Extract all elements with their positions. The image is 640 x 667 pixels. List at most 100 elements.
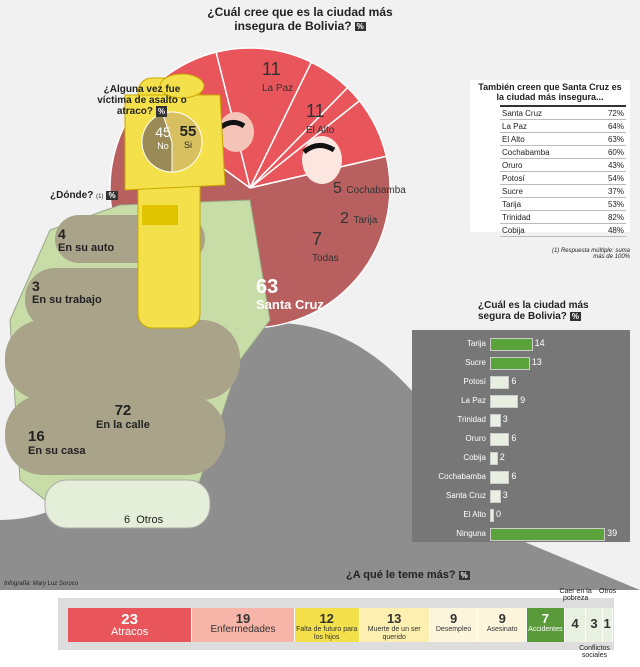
table-cell-label: Santa Cruz — [500, 105, 591, 120]
where-title: ¿Dónde? (1)% — [50, 190, 118, 201]
table-cell-label: Tarija — [500, 197, 591, 211]
bar — [490, 376, 510, 389]
table-cell-label: La Paz — [500, 119, 591, 133]
bar — [490, 338, 533, 351]
footnote: (1) Respuesta múltiple: suma más de 100% — [551, 248, 630, 260]
also-panel: También creen que Santa Cruz es la ciuda… — [470, 80, 630, 237]
bar-value: 14 — [534, 338, 545, 348]
fear-segment: 3 — [586, 608, 603, 642]
fear-segment-label: Otros — [599, 588, 617, 595]
bar-label: Trinidad — [457, 415, 486, 424]
table-cell-value: 53% — [590, 197, 626, 211]
bar-value: 13 — [531, 357, 542, 367]
table-cell-label: Cobija — [500, 223, 591, 237]
pie-slice-label: 5 Cochabamba — [333, 180, 406, 197]
percent-icon: % — [458, 570, 470, 580]
bar-label: La Paz — [461, 396, 486, 405]
safest-title: ¿Cuál es la ciudad más segura de Bolivia… — [478, 300, 589, 322]
pie-slice-label: 2 Tarija — [340, 210, 378, 227]
pie-slice — [162, 111, 203, 173]
fear-segment-label: Caer en la pobreza — [559, 588, 592, 602]
table-cell-value: 37% — [590, 184, 626, 198]
bar-label: Potosí — [463, 377, 486, 386]
bar-value: 3 — [502, 414, 508, 424]
bar-label: Sucre — [465, 358, 486, 367]
bar — [490, 433, 510, 446]
table-cell-label: Potosí — [500, 171, 591, 185]
bar-label: El Alto — [463, 510, 486, 519]
bar-value: 6 — [511, 376, 517, 386]
percent-icon: % — [354, 22, 366, 32]
bar-value: 3 — [502, 490, 508, 500]
fear-segment: 4 — [564, 608, 587, 642]
bar-value: 6 — [511, 433, 517, 443]
credit: Infografía: Mary Luz Soruco — [4, 581, 79, 587]
bar-label: Tarija — [466, 339, 486, 348]
fear-segment-label: Conflictos sociales — [579, 645, 610, 659]
table-cell-value: 54% — [590, 171, 626, 185]
bar-label: Oruro — [465, 434, 486, 443]
table-cell-value: 82% — [590, 210, 626, 224]
bar-label: Cobija — [463, 453, 486, 462]
table-cell-value: 43% — [590, 158, 626, 172]
bar — [490, 452, 498, 465]
victim-pie — [141, 111, 203, 173]
bar-value: 0 — [496, 509, 502, 519]
victim-title: ¿Alguna vez fue víctima de asalto o atra… — [97, 84, 187, 118]
fear-title: ¿A qué le teme más?% — [346, 569, 470, 581]
where-item-otros: 6 Otros — [124, 514, 164, 526]
bar — [490, 509, 494, 522]
insecure-title: ¿Cuál cree que es la ciudad más insegura… — [207, 5, 393, 33]
table-cell-label: Oruro — [500, 158, 591, 172]
bar — [490, 414, 501, 427]
percent-icon: % — [106, 190, 118, 200]
table-cell-value: 72% — [590, 105, 626, 120]
bar — [490, 357, 530, 370]
bar-value: 9 — [520, 395, 526, 405]
bar-value: 6 — [511, 471, 517, 481]
table-cell-value: 63% — [590, 132, 626, 146]
bar — [490, 395, 519, 408]
fear-segment: 1 — [602, 608, 613, 642]
also-title: También creen que Santa Cruz es la ciuda… — [478, 82, 622, 102]
bar — [490, 528, 606, 541]
table-cell-value: 48% — [590, 223, 626, 237]
table-cell-label: El Alto — [500, 132, 591, 146]
table-cell-label: Sucre — [500, 184, 591, 198]
pie-slice — [215, 47, 313, 191]
bar-label: Ninguna — [456, 529, 486, 538]
table-cell-value: 64% — [590, 119, 626, 133]
bar-value: 2 — [499, 452, 505, 462]
bar-value: 39 — [607, 528, 618, 538]
table-cell-value: 60% — [590, 145, 626, 159]
percent-icon: % — [156, 106, 168, 117]
bar-label: Santa Cruz — [445, 491, 486, 500]
bar — [490, 490, 501, 503]
